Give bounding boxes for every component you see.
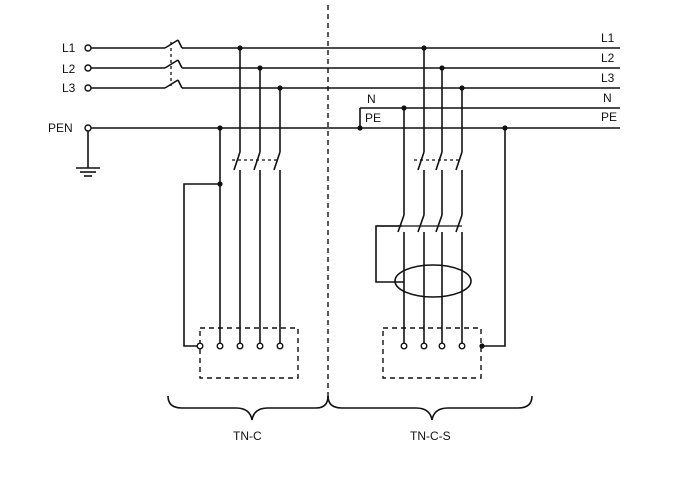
brace-tn-c-s	[327, 395, 533, 421]
label-l2-right: L2	[601, 51, 615, 65]
label-l2-left: L2	[62, 62, 76, 76]
label-l3-right: L3	[601, 71, 615, 85]
terminal-pen	[84, 124, 92, 132]
label-pe-right: PE	[601, 110, 617, 124]
caption-tn-c: TN-C	[233, 429, 262, 443]
terminal-l3	[84, 84, 92, 92]
label-l1-left: L1	[62, 41, 76, 55]
earth-symbol	[76, 131, 100, 177]
tn-c-branch	[183, 45, 299, 379]
caption-tn-c-s: TN-C-S	[410, 429, 451, 443]
brace-tn-c	[167, 395, 329, 421]
label-n-right: N	[603, 91, 612, 105]
label-pe-mid: PE	[365, 111, 381, 125]
terminal-l1	[84, 44, 92, 52]
terminal-l2	[84, 64, 92, 72]
label-l1-right: L1	[601, 31, 615, 45]
tn-c-s-branch	[375, 45, 508, 379]
main-switch	[164, 39, 183, 89]
label-n-mid: N	[367, 92, 376, 106]
label-pen-left: PEN	[48, 121, 73, 135]
label-l3-left: L3	[62, 81, 76, 95]
junction-pen-split	[357, 125, 363, 131]
